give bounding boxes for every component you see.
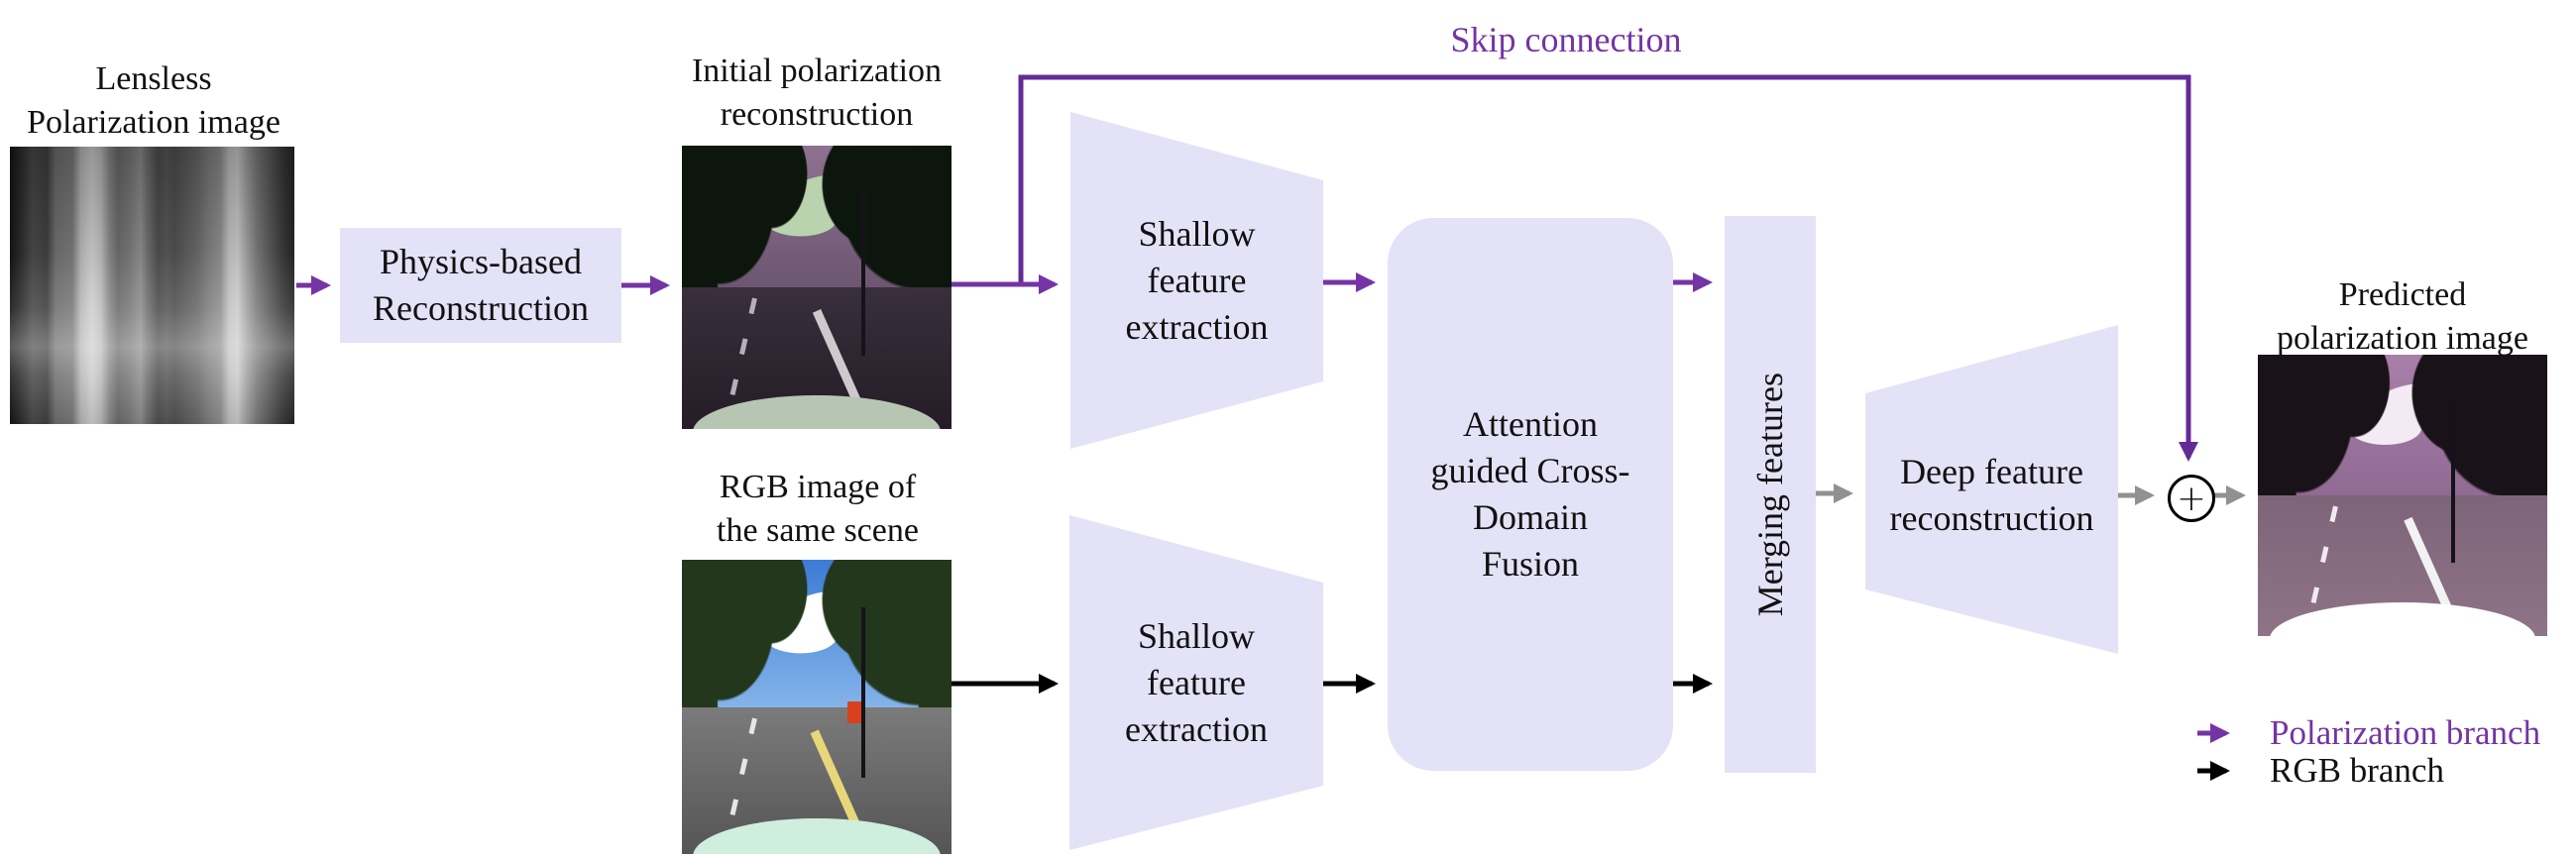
predicted-title-line1: Predicted [2338, 276, 2467, 313]
legend-rgb-label: RGB branch [2270, 751, 2444, 790]
attention-guided-cross-domain-fusion-block: Attention guided Cross- Domain Fusion [1388, 218, 1673, 771]
scene-pole [860, 606, 865, 778]
plus-symbol: + [2176, 478, 2207, 519]
lensless-title: Lensless Polarization image [0, 57, 327, 145]
legend-polarization-label: Polarization branch [2270, 713, 2541, 752]
physics-label-line2: Reconstruction [373, 288, 589, 328]
initial-title-line2: reconstruction [720, 96, 914, 133]
initial-polarization-reconstruction-image [682, 146, 952, 429]
predicted-polarization-image [2258, 355, 2547, 636]
attention-label-line4: Fusion [1481, 544, 1580, 584]
rgb-title-line2: the same scene [717, 512, 919, 549]
deep-line1: Deep feature [1900, 452, 2083, 491]
shallow-top-line1: Shallow [1138, 213, 1256, 254]
attention-label-line3: Domain [1473, 497, 1588, 537]
shallow-feature-extraction-top-block [1070, 112, 1323, 449]
deep-feature-reconstruction-block [1865, 325, 2118, 654]
lensless-title-line2: Polarization image [27, 104, 280, 141]
predicted-title: Predicted polarization image [2234, 273, 2571, 361]
shallow-bottom-line3: extraction [1125, 708, 1268, 749]
physics-label-line1: Physics-based [380, 242, 582, 281]
initial-title-line1: Initial polarization [691, 53, 943, 89]
lensless-title-line1: Lensless [95, 60, 212, 97]
scene-red-bin [847, 700, 863, 723]
skip-connection-line [1018, 74, 2198, 462]
deep-line2: reconstruction [1889, 498, 2094, 538]
shallow-top-line2: feature [1147, 260, 1247, 300]
merging-features-label: Merging features [1750, 372, 1790, 617]
shallow-bottom-label: Shallow feature extraction [1069, 515, 1323, 850]
initial-reconstruction-title: Initial polarization reconstruction [648, 50, 985, 137]
rgb-input-image [682, 560, 952, 854]
attention-label-line2: guided Cross- [1430, 451, 1630, 490]
predicted-title-line2: polarization image [2277, 320, 2528, 357]
deep-feature-reconstruction-label: Deep feature reconstruction [1865, 327, 2118, 664]
shallow-top-label: Shallow feature extraction [1070, 112, 1323, 449]
shallow-feature-extraction-bottom-block [1069, 515, 1323, 850]
skip-connection-label: Skip connection [1450, 20, 1682, 59]
shallow-bottom-line2: feature [1147, 662, 1246, 702]
attention-label-line1: Attention [1463, 404, 1598, 444]
merging-features-block: Merging features [1725, 216, 1816, 773]
scene-pole [860, 190, 865, 356]
rgb-title-line1: RGB image of [719, 469, 917, 505]
shallow-top-line3: extraction [1125, 306, 1269, 347]
rgb-input-title: RGB image of the same scene [649, 466, 986, 553]
physics-based-reconstruction-block: Physics-based Reconstruction [340, 228, 621, 343]
elementwise-add-icon: + [2168, 475, 2215, 522]
scene-pole [2450, 399, 2455, 564]
shallow-bottom-line1: Shallow [1137, 615, 1255, 656]
lensless-polarization-image [10, 147, 294, 424]
